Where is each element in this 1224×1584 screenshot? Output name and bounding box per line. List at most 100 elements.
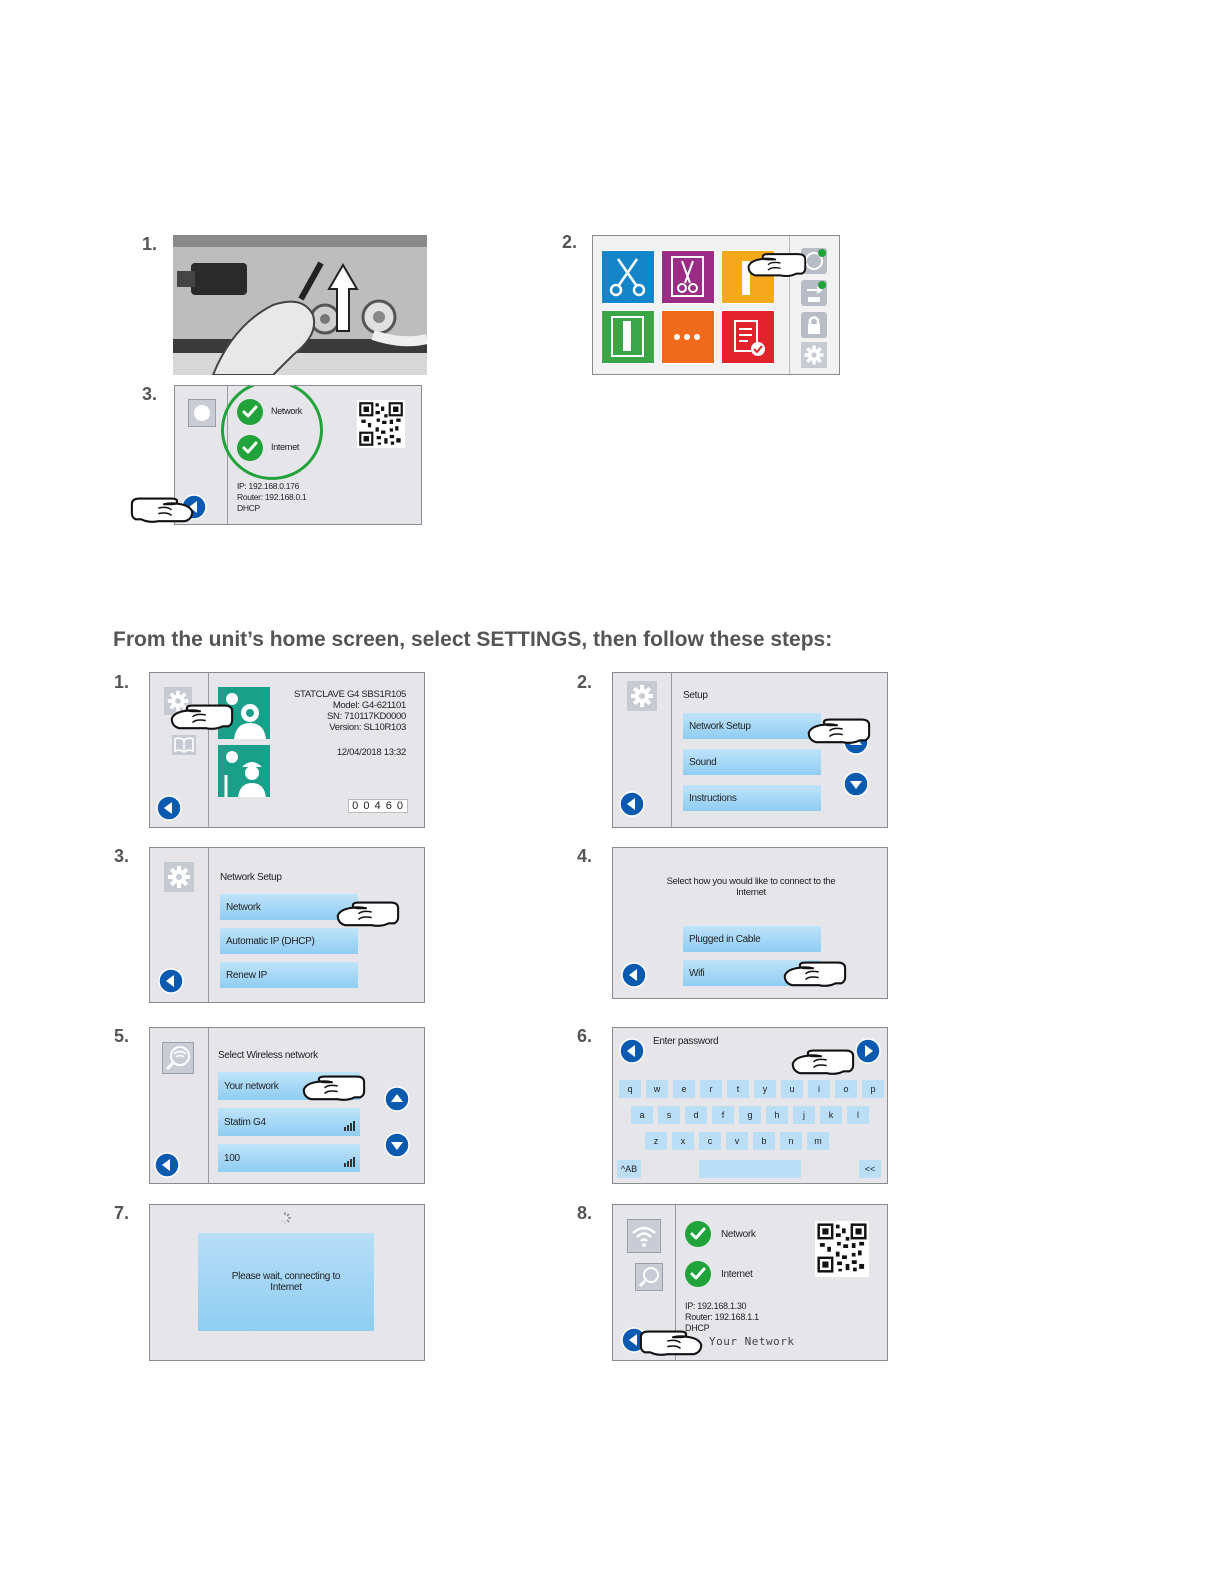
technician-tile[interactable]: [218, 745, 270, 797]
settings-gear-icon[interactable]: [801, 342, 827, 368]
key-e[interactable]: e: [673, 1080, 695, 1098]
back-button[interactable]: [156, 795, 182, 821]
back-button[interactable]: [621, 962, 647, 988]
key-k[interactable]: k: [820, 1106, 842, 1124]
back-button[interactable]: [619, 1038, 645, 1064]
version: Version: SL10R103: [329, 722, 406, 733]
usb-icon[interactable]: [801, 280, 827, 306]
key-y[interactable]: y: [754, 1080, 776, 1098]
key-w[interactable]: w: [646, 1080, 668, 1098]
internet-label: Internet: [721, 1269, 753, 1280]
scroll-down-button[interactable]: [843, 771, 869, 797]
date-time: 12/04/2018 13:32: [336, 747, 406, 758]
forceps-tile[interactable]: [661, 250, 715, 304]
key-l[interactable]: l: [847, 1106, 869, 1124]
more-tile[interactable]: [661, 310, 715, 364]
internet-label: Internet: [271, 442, 300, 452]
key-p[interactable]: p: [862, 1080, 884, 1098]
key-b[interactable]: b: [753, 1132, 775, 1150]
signal-strength-icon: [344, 1154, 356, 1172]
key-m[interactable]: m: [807, 1132, 829, 1150]
key-r[interactable]: r: [700, 1080, 722, 1098]
key-f[interactable]: f: [712, 1106, 734, 1124]
option-plugged-cable[interactable]: Plugged in Cable: [683, 926, 821, 952]
menu-item-automatic-ip[interactable]: Automatic IP (DHCP): [220, 928, 358, 954]
key-o[interactable]: o: [835, 1080, 857, 1098]
back-button[interactable]: [619, 791, 645, 817]
space-key[interactable]: [699, 1160, 801, 1178]
pointing-hand-icon: [789, 1042, 855, 1078]
internet-check-icon: [237, 435, 263, 461]
wifi-search-icon: [635, 1263, 663, 1291]
router-address: Router: 192.168.0.1: [237, 492, 307, 502]
instrument-tile[interactable]: [601, 310, 655, 364]
key-x[interactable]: x: [672, 1132, 694, 1150]
handpiece-tile[interactable]: [721, 250, 775, 304]
scissors-tile[interactable]: [601, 250, 655, 304]
key-c[interactable]: c: [699, 1132, 721, 1150]
ip-address: IP: 192.168.0.176: [237, 481, 300, 491]
key-g[interactable]: g: [739, 1106, 761, 1124]
menu-item-network[interactable]: Network: [220, 894, 358, 920]
wifi-icon: [627, 1219, 661, 1253]
pointing-hand-icon: [300, 1068, 366, 1104]
dhcp-label: DHCP: [685, 1323, 710, 1333]
lock-icon[interactable]: [801, 312, 827, 338]
signal-strength-icon: [344, 1118, 356, 1136]
cable-plug-illustration: [173, 235, 427, 375]
home-screen: [592, 235, 840, 375]
key-n[interactable]: n: [780, 1132, 802, 1150]
status-highlight-circle: [221, 386, 323, 480]
menu-item-sound[interactable]: Sound: [683, 749, 821, 775]
key-z[interactable]: z: [645, 1132, 667, 1150]
menu-item-network-setup[interactable]: Network Setup: [683, 713, 821, 739]
network-check-icon: [237, 399, 263, 425]
network-label: Network: [721, 1229, 756, 1240]
key-i[interactable]: i: [808, 1080, 830, 1098]
wireless-network-screen: Select Wireless network Your network Sta…: [149, 1027, 425, 1184]
key-d[interactable]: d: [685, 1106, 707, 1124]
key-q[interactable]: q: [619, 1080, 641, 1098]
key-v[interactable]: v: [726, 1132, 748, 1150]
settings-gear-icon: [627, 681, 657, 711]
pointing-hand-icon: [781, 954, 847, 990]
menu-item-renew-ip[interactable]: Renew IP: [220, 962, 358, 988]
back-button[interactable]: [158, 968, 184, 994]
settings-gear-icon: [164, 862, 194, 892]
handwritten-note: Your Network: [709, 1335, 795, 1348]
pointing-hand-icon: [745, 246, 807, 280]
step-number: 5.: [114, 1026, 130, 1046]
key-s[interactable]: s: [658, 1106, 680, 1124]
shift-key[interactable]: ^AB: [617, 1160, 641, 1178]
model-number: Model: G4-621101: [332, 700, 406, 711]
cycle-counter: 0 0 4 6 0: [348, 799, 408, 813]
screen-title: Select Wireless network: [218, 1050, 318, 1061]
connecting-message-box: Please wait, connecting to Internet: [198, 1233, 374, 1331]
back-button[interactable]: [154, 1152, 180, 1178]
loading-spinner-icon: [278, 1211, 292, 1230]
key-j[interactable]: j: [793, 1106, 815, 1124]
key-h[interactable]: h: [766, 1106, 788, 1124]
step-number: 2.: [577, 672, 593, 692]
pointing-hand-icon: [168, 697, 234, 733]
key-u[interactable]: u: [781, 1080, 803, 1098]
backspace-key[interactable]: <<: [859, 1160, 881, 1178]
menu-item-instructions[interactable]: Instructions: [683, 785, 821, 811]
scroll-down-button[interactable]: [384, 1132, 410, 1158]
step-number: 8.: [577, 1203, 593, 1223]
connecting-message-line2: Internet: [270, 1282, 302, 1293]
network-item-statim[interactable]: Statim G4: [218, 1108, 360, 1136]
model-line: STATCLAVE G4 SBS1R105: [294, 689, 406, 700]
book-icon[interactable]: [172, 735, 196, 755]
key-t[interactable]: t: [727, 1080, 749, 1098]
router-address: Router: 192.168.1.1: [685, 1312, 759, 1322]
instructions-heading: From the unit’s home screen, select SETT…: [113, 628, 833, 651]
network-item-100[interactable]: 100: [218, 1144, 360, 1172]
key-a[interactable]: a: [631, 1106, 653, 1124]
scroll-up-button[interactable]: [384, 1086, 410, 1112]
pointing-hand-icon: [130, 490, 196, 526]
serial-number: SN: 710117KD0000: [326, 711, 406, 722]
clipboard-tile[interactable]: [721, 310, 775, 364]
confirm-button[interactable]: [855, 1038, 881, 1064]
network-setup-screen: Network Setup Network Automatic IP (DHCP…: [149, 847, 425, 1003]
